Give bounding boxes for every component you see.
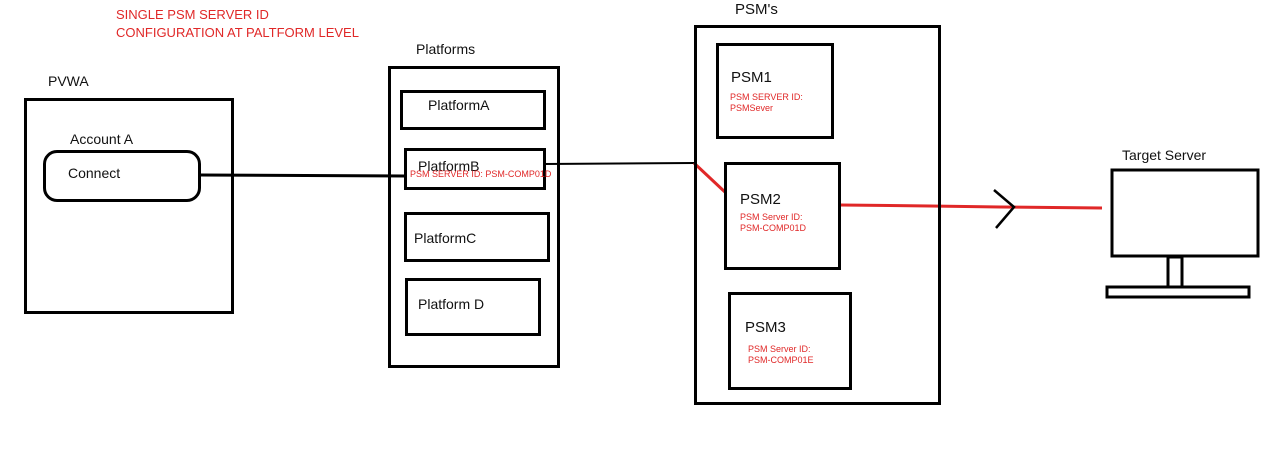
psm3-note: PSM Server ID: PSM-COMP01E [748, 344, 814, 367]
pvwa-label: PVWA [48, 73, 89, 89]
psm2-box[interactable] [724, 162, 841, 270]
title-line-2: CONFIGURATION AT PALTFORM LEVEL [116, 24, 359, 40]
psm3-note-line-1: PSM Server ID: [748, 344, 811, 354]
platform-d-label: Platform D [418, 296, 485, 312]
psms-label: PSM's [735, 1, 778, 18]
psm1-label: PSM1 [731, 69, 772, 86]
psm1-note-line-2: PSMSever [730, 103, 774, 114]
pvwa-box [24, 98, 234, 314]
wire-psm2-to-target [839, 203, 1103, 210]
platforms-box [388, 66, 560, 368]
connect-button[interactable] [43, 150, 201, 202]
platform-c-label: PlatformC [414, 230, 477, 246]
connect-label: Connect [68, 165, 121, 181]
platform-b-box[interactable] [404, 148, 546, 190]
wire-psm-to-psm2 [692, 161, 728, 195]
psm1-note: PSM SERVER ID: PSMSever [730, 92, 803, 115]
psm2-label: PSM2 [740, 191, 781, 208]
account-label: Account A [70, 131, 134, 147]
title-line-1: SINGLE PSM SERVER ID [116, 7, 269, 22]
wire-connect-to-platformb [199, 173, 407, 178]
wire-platformb-to-psm-right [543, 162, 695, 165]
platform-a-box[interactable] [400, 90, 546, 130]
platform-b-note: PSM SERVER ID: PSM-COMP01D [410, 169, 552, 179]
arrow-head-icon [993, 189, 1016, 229]
platforms-label: Platforms [416, 41, 476, 57]
psm3-note-line-2: PSM-COMP01E [748, 355, 814, 366]
platform-d-box[interactable] [405, 278, 541, 336]
psm2-note: PSM Server ID: PSM-COMP01D [740, 212, 806, 235]
target-server-label: Target Server [1122, 147, 1207, 163]
psm1-box[interactable] [716, 43, 834, 139]
psms-box [694, 25, 941, 405]
platform-a-label: PlatformA [428, 97, 490, 113]
psm1-note-line-1: PSM SERVER ID: [730, 92, 803, 102]
platform-c-box[interactable] [404, 212, 550, 262]
diagram-title: SINGLE PSM SERVER ID CONFIGURATION AT PA… [116, 6, 359, 41]
platform-b-label: PlatformB [418, 158, 480, 174]
monitor-icon [1105, 168, 1260, 299]
psm2-note-line-1: PSM Server ID: [740, 212, 803, 222]
psm2-note-line-2: PSM-COMP01D [740, 223, 807, 234]
psm3-box[interactable] [728, 292, 852, 390]
psm3-label: PSM3 [745, 319, 786, 336]
